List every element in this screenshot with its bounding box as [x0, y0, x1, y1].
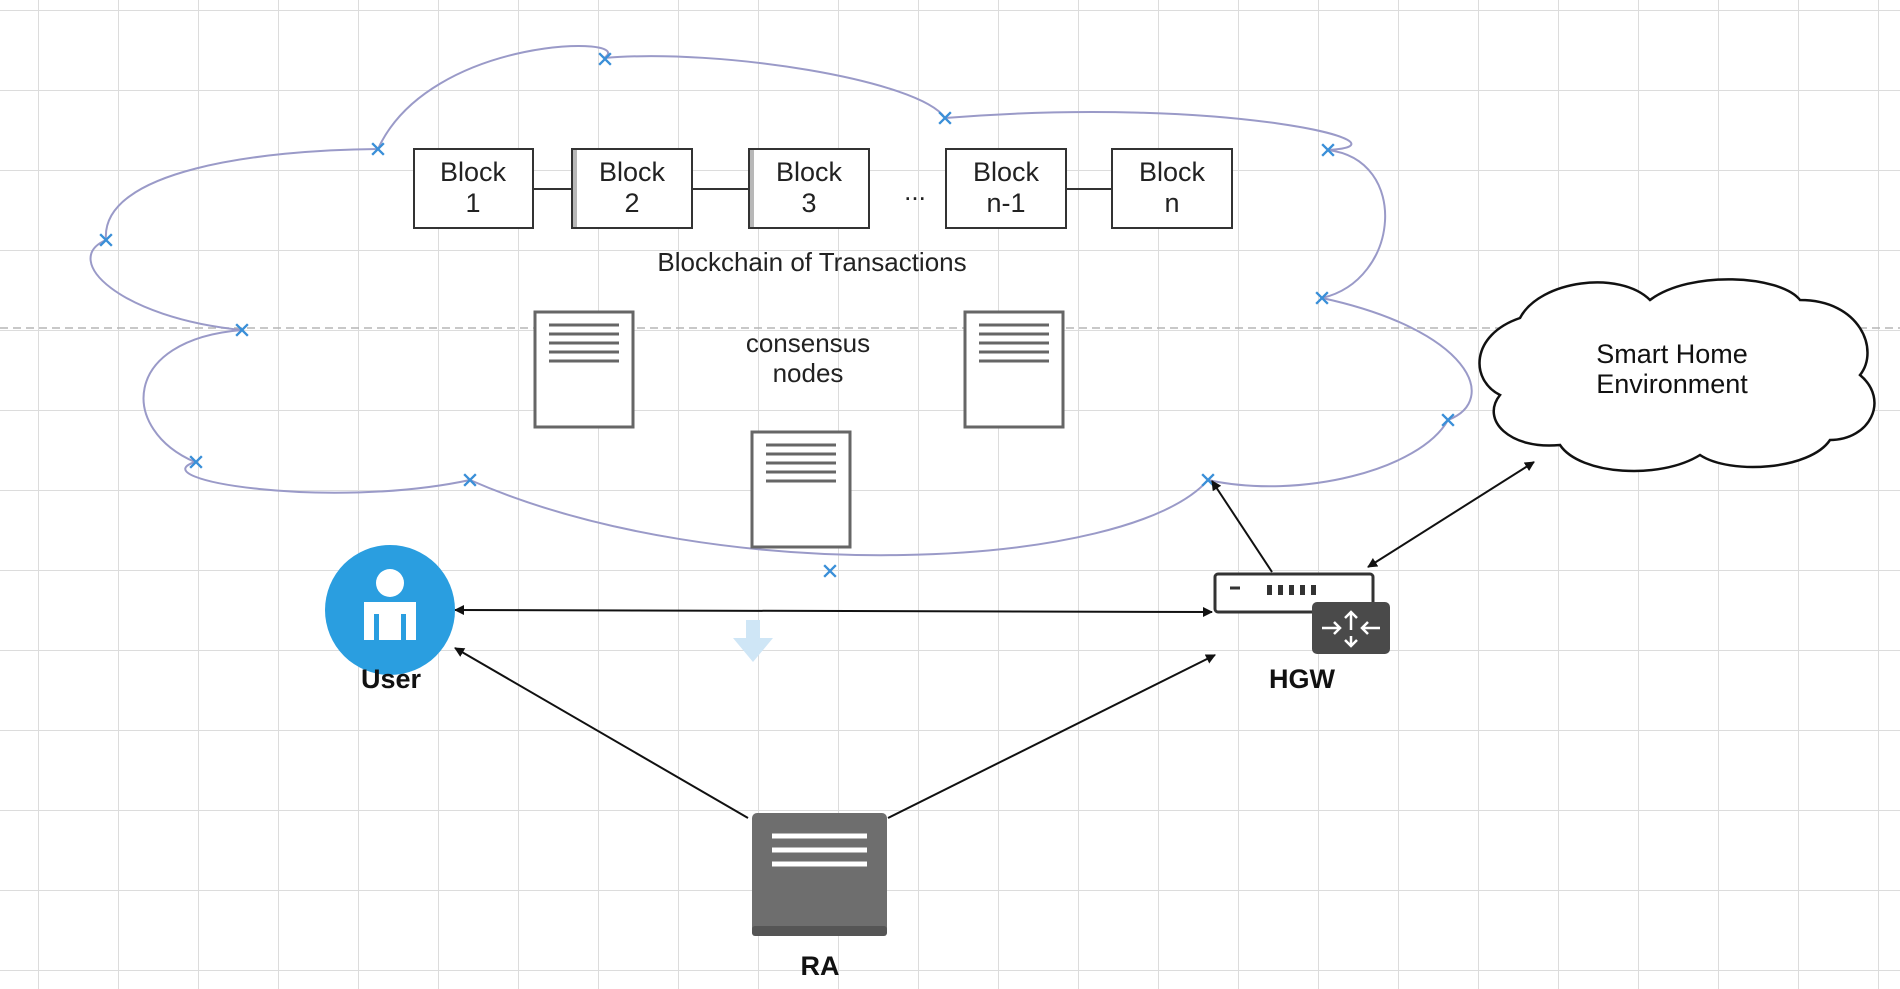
ra-label: RA [801, 951, 840, 981]
arrow-hgw-blockchain[interactable] [1211, 480, 1273, 573]
block-n[interactable]: Block n [1111, 148, 1233, 229]
server-icon [549, 323, 619, 363]
block-1-index: 1 [465, 188, 480, 218]
block-3-label: Block [776, 157, 843, 187]
server-icon [772, 833, 867, 867]
smart-home-cloud[interactable] [1478, 278, 1876, 473]
block-n-minus-1-label: Block [973, 157, 1040, 187]
server-icon [766, 443, 836, 483]
smart-home-label-line2: Environment [1596, 369, 1748, 399]
down-arrow-icon [733, 620, 773, 662]
server-icon [979, 323, 1049, 363]
block-1-label: Block [440, 157, 507, 187]
block-1[interactable]: Block 1 [413, 148, 534, 229]
block-2-label: Block [599, 157, 666, 187]
ra-node[interactable] [752, 813, 887, 936]
block-n-minus-1[interactable]: Block n-1 [945, 148, 1067, 229]
consensus-node-bottom[interactable] [750, 430, 852, 549]
arrow-hgw-smart-home[interactable] [1367, 461, 1535, 568]
consensus-node-right[interactable] [963, 310, 1065, 429]
hgw-node[interactable] [1213, 572, 1390, 654]
block-2-index: 2 [624, 188, 639, 218]
arrow-user-hgw[interactable] [454, 605, 1213, 617]
block-2[interactable]: Block 2 [571, 148, 693, 229]
block-n-label: Block [1139, 157, 1206, 187]
user-node[interactable] [325, 545, 455, 675]
arrow-ra-hgw[interactable] [887, 654, 1216, 819]
consensus-label-line2: nodes [773, 358, 844, 388]
router-icon [1312, 602, 1390, 654]
consensus-label-line1: consensus [746, 328, 870, 358]
hgw-label: HGW [1269, 664, 1336, 694]
arrow-ra-user[interactable] [454, 647, 749, 819]
blocks-ellipsis: ... [904, 176, 926, 206]
smart-home-label-line1: Smart Home [1596, 339, 1748, 369]
user-label: User [361, 664, 422, 694]
blockchain-label: Blockchain of Transactions [657, 247, 966, 277]
consensus-node-left[interactable] [533, 310, 635, 429]
block-n-index: n [1164, 188, 1179, 218]
block-n-minus-1-index: n-1 [986, 188, 1025, 218]
block-3[interactable]: Block 3 [748, 148, 870, 229]
block-3-index: 3 [801, 188, 816, 218]
